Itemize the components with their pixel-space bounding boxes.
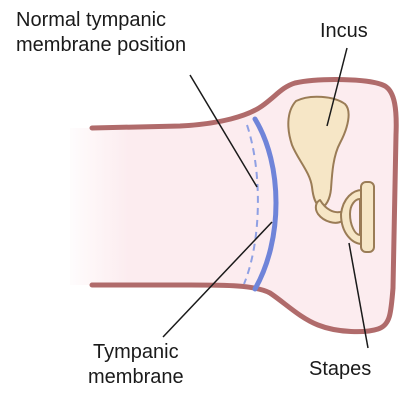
incus-label: Incus: [320, 19, 368, 44]
incus-label-text: Incus: [320, 19, 368, 44]
stapes-footplate: [361, 182, 374, 252]
tympanic-line-1: Tympanic: [88, 340, 184, 365]
stapes-label: Stapes: [309, 357, 371, 382]
normal-membrane-position-label: Normal tympanic membrane position: [16, 8, 186, 58]
tympanic-membrane-label: Tympanic membrane: [88, 340, 184, 390]
normal-position-line-2: membrane position: [16, 33, 186, 58]
normal-position-line-1: Normal tympanic: [16, 8, 186, 33]
stapes-label-text: Stapes: [309, 357, 371, 382]
tympanic-line-2: membrane: [88, 365, 184, 390]
